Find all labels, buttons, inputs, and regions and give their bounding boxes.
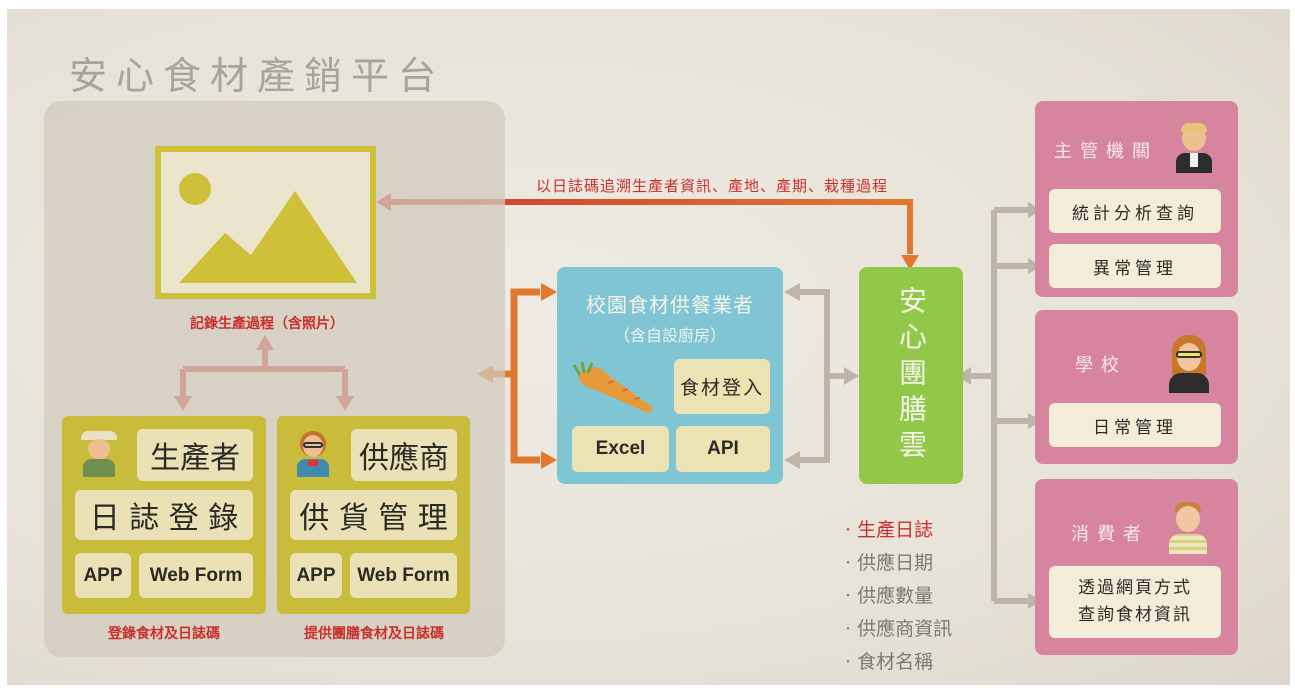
carrot-icon	[572, 361, 653, 413]
producer-role: 生產者	[137, 429, 253, 481]
supplier-app-button[interactable]: APP	[290, 553, 342, 598]
photo-caption: 記錄生產過程（含照片）	[190, 316, 344, 332]
consumer-label: 消費者	[1071, 524, 1149, 545]
producer-webform-button[interactable]: Web Form	[139, 553, 253, 598]
cloud-label: 安心團膳雲	[859, 267, 963, 484]
ingredient-input[interactable]: 食材登入	[674, 359, 770, 414]
mountain-icon	[179, 191, 357, 283]
consumer-avatar-icon	[1165, 500, 1211, 554]
producer-app-button[interactable]: APP	[75, 553, 131, 598]
farmer-avatar-icon	[77, 429, 121, 477]
supplier-caption: 提供團膳食材及日誌碼	[304, 626, 444, 642]
web-query-line-2: 查詢食材資訊	[1078, 605, 1192, 625]
cloud-field-item: · 供應日期	[845, 552, 934, 574]
trace-label: 以日誌碼追溯生產者資訊、產地、產期、栽種過程	[535, 177, 888, 195]
statistics-query-button[interactable]: 統計分析查詢	[1049, 189, 1221, 233]
producer-caption: 登錄食材及日誌碼	[108, 626, 220, 642]
daily-management-button[interactable]: 日常管理	[1049, 403, 1221, 447]
cloud-field-item: · 食材名稱	[845, 651, 934, 673]
web-query-line-1: 透過網頁方式	[1078, 578, 1192, 598]
supplier-role: 供應商	[351, 429, 457, 481]
excel-button[interactable]: Excel	[572, 426, 669, 472]
sun-icon	[179, 173, 211, 205]
anomaly-management-button[interactable]: 異常管理	[1049, 244, 1221, 288]
cloud-field-list: · 生產日誌 · 供應日期 · 供應數量 · 供應商資訊 · 食材名稱	[845, 514, 952, 679]
vendor-cloud-arrow	[800, 289, 844, 463]
official-avatar-icon	[1171, 123, 1217, 173]
vendor-title: 校園食材供餐業者	[586, 293, 754, 317]
cloud-field-item: · 生產日誌	[845, 519, 934, 541]
supplier-webform-button[interactable]: Web Form	[350, 553, 457, 598]
platform-title: 安心食材產銷平台	[69, 54, 446, 98]
vendor-subtitle: （含自設廚房）	[613, 326, 726, 345]
trace-arrow	[390, 199, 913, 254]
cloud-field-item: · 供應數量	[845, 585, 934, 607]
cloud-stakeholder-arrow	[970, 207, 1028, 604]
diagram-canvas: 安心食材產銷平台 記錄生產過程（含照片） 以日誌碼追溯生產者資訊、產地、產期、栽…	[7, 9, 1290, 685]
api-button[interactable]: API	[676, 426, 770, 472]
producer-action: 日 誌 登 錄	[75, 490, 253, 540]
school-label: 學校	[1075, 355, 1127, 376]
teacher-avatar-icon	[1163, 333, 1215, 393]
authority-label: 主管機關	[1054, 141, 1158, 162]
web-query-button[interactable]: 透過網頁方式 查詢食材資訊	[1049, 566, 1221, 638]
supplier-avatar-icon	[291, 429, 335, 477]
cloud-field-item: · 供應商資訊	[845, 618, 953, 640]
supplier-action: 供 貨 管 理	[290, 490, 457, 540]
